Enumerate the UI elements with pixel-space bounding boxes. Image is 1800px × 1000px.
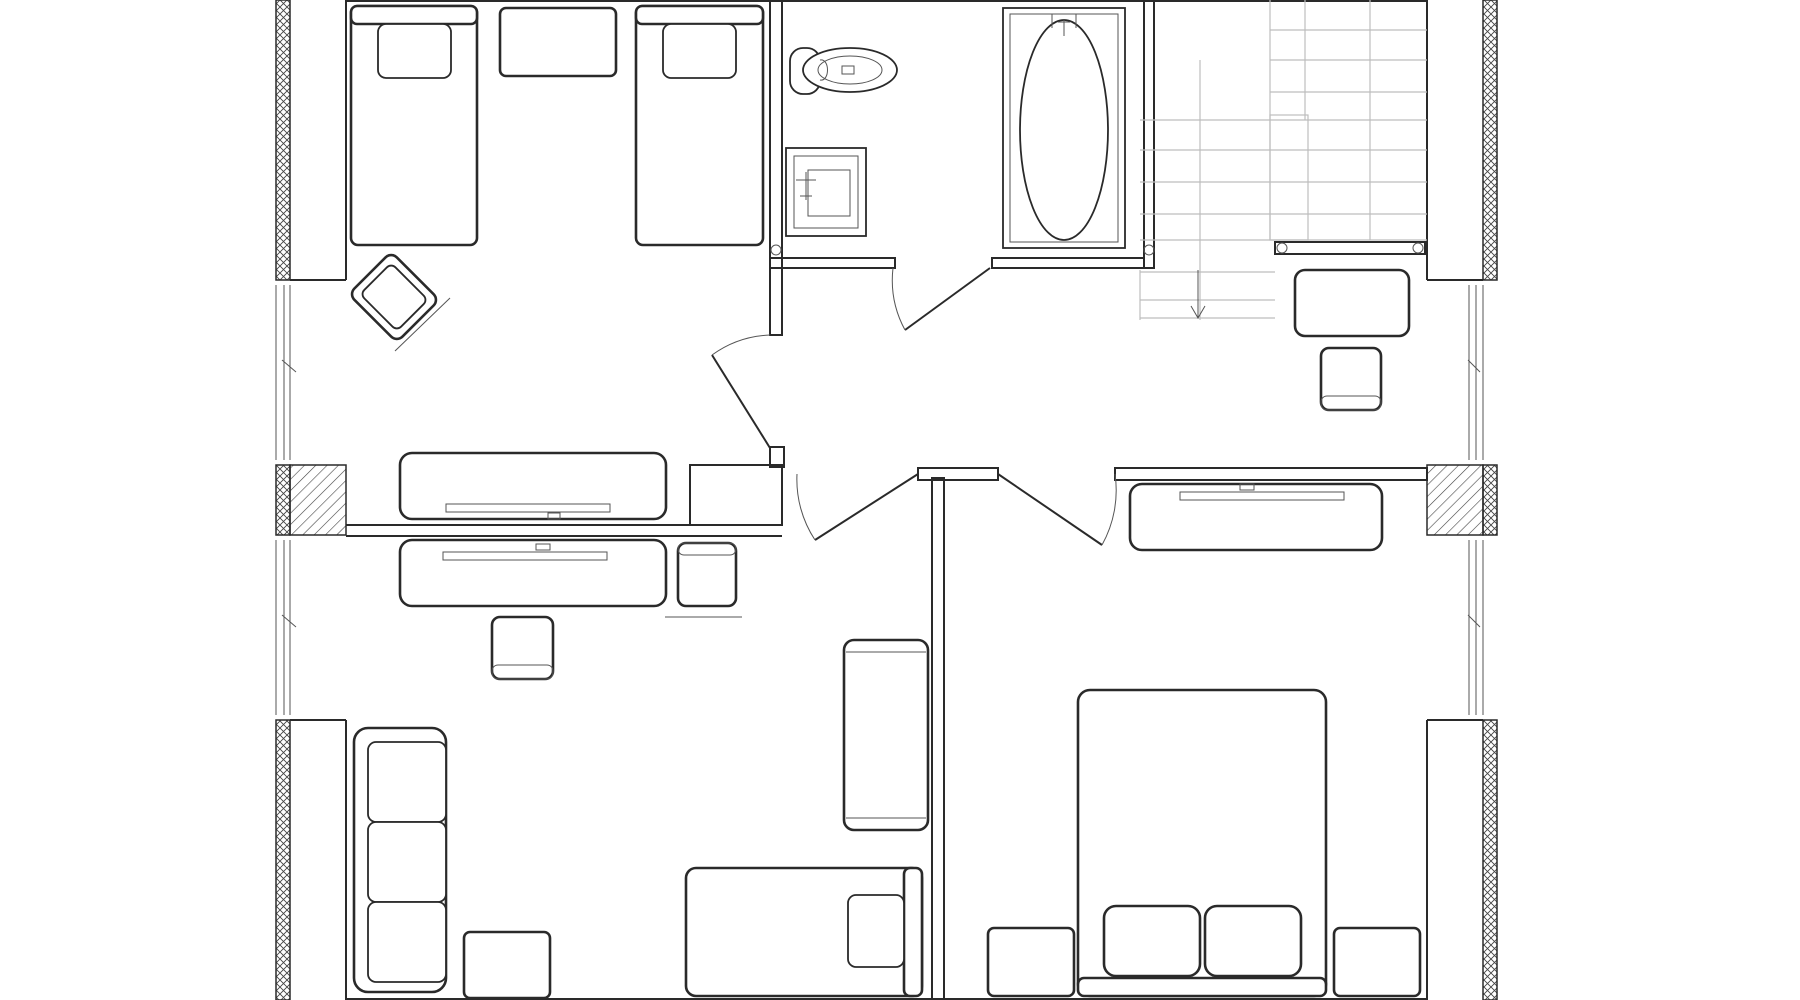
chair-icon: [1319, 346, 1383, 412]
bed-icon: [349, 4, 479, 247]
chair-icon: [350, 253, 438, 341]
doors: [711, 267, 1117, 546]
nightstand-icon: [1293, 268, 1411, 338]
nightstand-icon: [462, 930, 552, 1000]
interior-walls: [346, 0, 1428, 1000]
door-swing-icon: [891, 267, 991, 331]
left-wall-bottom: [275, 719, 291, 1000]
toilet-icon: [789, 47, 898, 95]
stairs-icon: [1139, 0, 1427, 320]
door-swing-icon: [997, 473, 1117, 546]
window-icon: [275, 540, 297, 715]
bed-icon: [684, 866, 924, 998]
bed-icon: [1076, 688, 1328, 998]
pier-left: [289, 464, 347, 536]
chair-icon: [490, 615, 555, 681]
pier-right: [1426, 464, 1484, 536]
chair-icon: [842, 638, 930, 832]
right-wall-top: [1482, 0, 1498, 281]
window-icon: [1467, 285, 1484, 460]
door-swing-icon: [711, 334, 771, 449]
nightstand-icon: [1332, 926, 1422, 998]
left-wall-mid: [275, 464, 291, 536]
left-wall-top: [275, 0, 291, 281]
desk-icon: [398, 538, 668, 608]
windows: [275, 285, 1484, 715]
nightstand-icon: [498, 6, 618, 78]
bathtub-icon: [1002, 7, 1126, 249]
nightstand-icon: [986, 926, 1076, 998]
chair-icon: [676, 541, 738, 608]
door-swing-icon: [796, 473, 919, 541]
window-icon: [1467, 540, 1484, 715]
bed-icon: [634, 4, 765, 247]
window-icon: [275, 285, 297, 460]
right-wall-mid: [1482, 464, 1498, 536]
sofa-icon: [352, 726, 448, 994]
desk-icon: [1128, 482, 1384, 552]
exterior-walls: [275, 0, 1498, 1000]
sink-icon: [785, 147, 867, 237]
desk-icon: [398, 451, 668, 521]
right-wall-bottom: [1482, 719, 1498, 1000]
